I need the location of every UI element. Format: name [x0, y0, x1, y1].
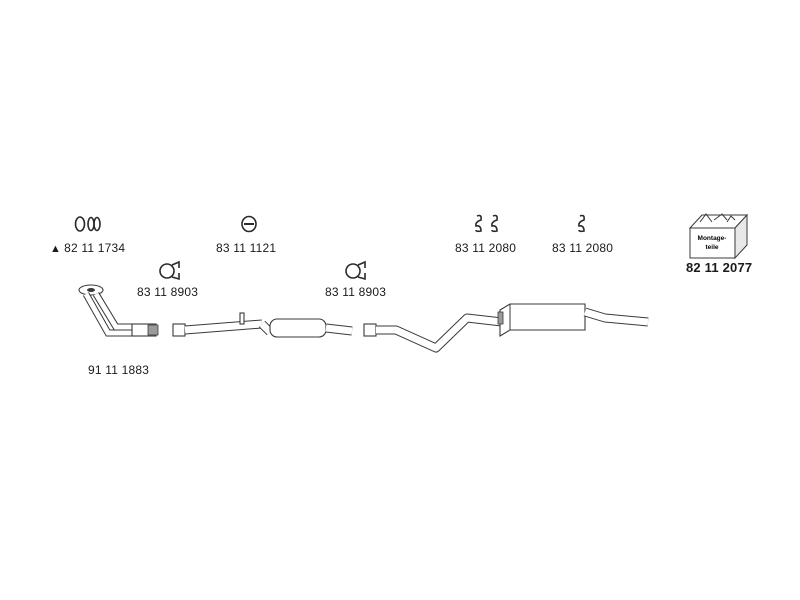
clamp-middle-code: 83 11 8903 [325, 285, 387, 299]
pipe-clamp-icon [159, 260, 180, 281]
front-pipe-code: 91 11 1883 [88, 363, 150, 377]
gasket-rings-icon [74, 216, 101, 232]
gasket-set-label: ▲82 11 1734 [50, 241, 125, 255]
hanger-pair-code: 83 11 2080 [455, 241, 517, 255]
clamp-front-code: 83 11 8903 [137, 285, 199, 299]
mounting-kit-box-text-1: Montage- [698, 235, 727, 242]
rear-silencer-part [497, 303, 649, 337]
rubber-mount-front-code: 83 11 1121 [216, 241, 277, 255]
hanger-single-code: 83 11 2080 [552, 241, 614, 255]
hanger-single-icon [578, 214, 585, 233]
mounting-kit-code: 82 11 2077 [686, 260, 753, 275]
hanger-pair-icon [475, 214, 498, 233]
rubber-mount-icon [241, 215, 257, 233]
mounting-kit-box-icon: Montage- teile [688, 213, 749, 260]
front-pipe-part [78, 284, 159, 337]
rear-pipe-part [363, 313, 503, 353]
mounting-kit-box-text-2: teile [705, 244, 718, 251]
triangle-marker-icon: ▲ [50, 243, 62, 255]
middle-silencer-part [269, 318, 353, 338]
gasket-set-code: 82 11 1734 [64, 241, 126, 255]
intermediate-pipe-part [172, 312, 274, 337]
pipe-clamp-icon [345, 260, 366, 281]
